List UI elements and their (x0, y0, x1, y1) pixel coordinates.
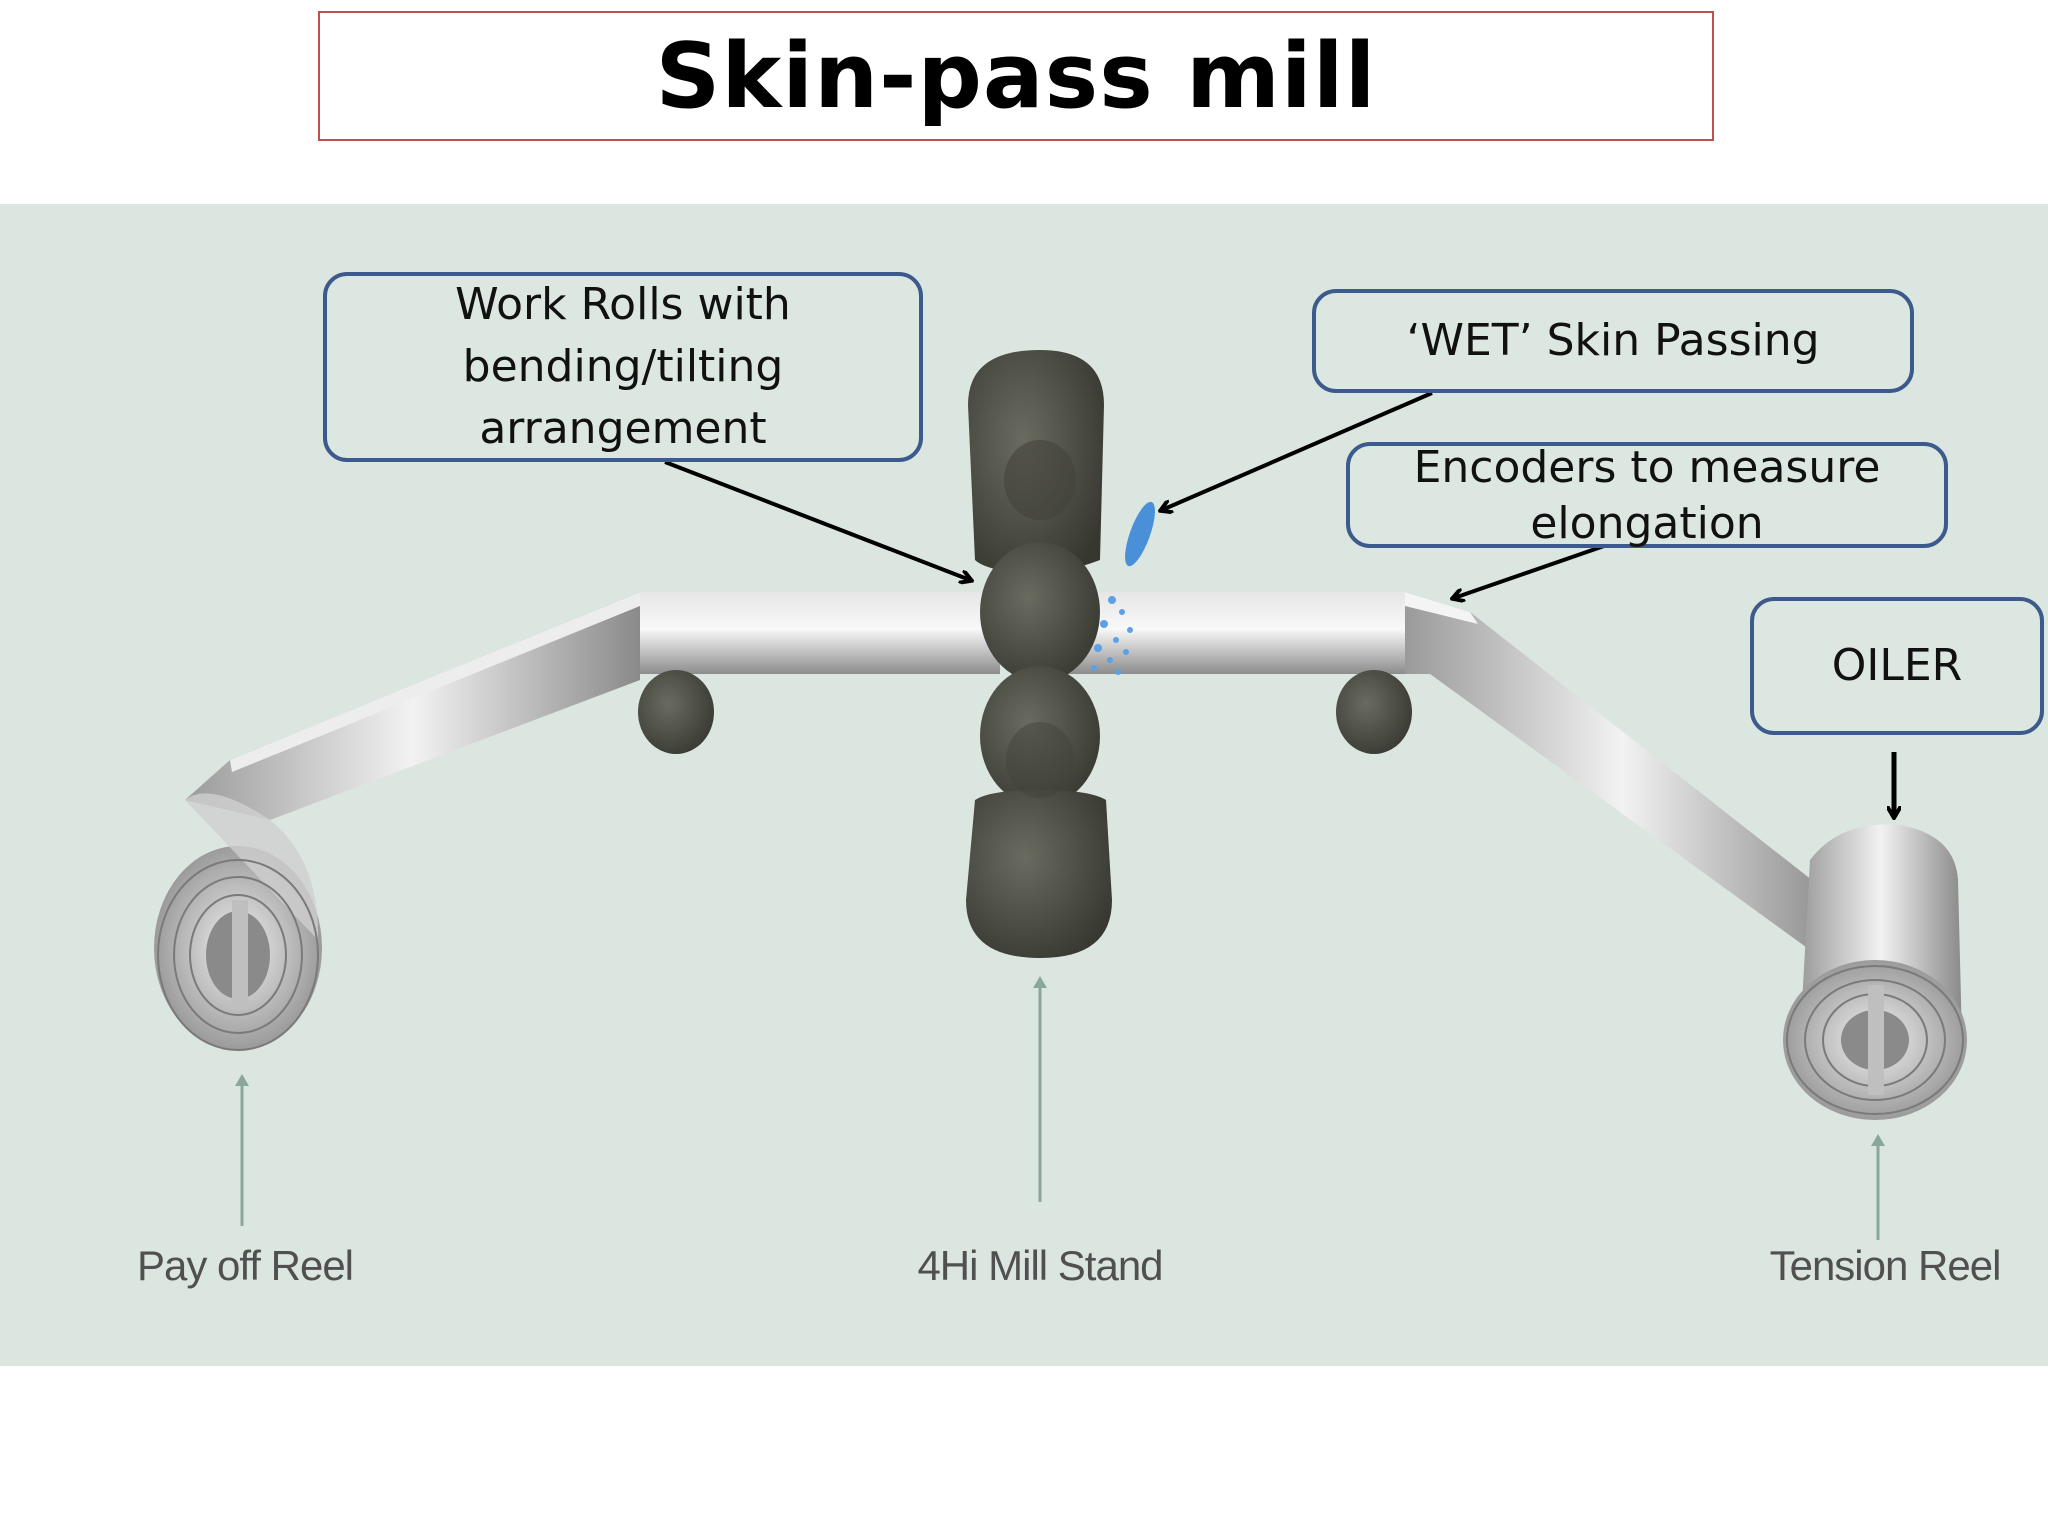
tension-reel-coil (1783, 824, 1967, 1120)
support-roll-right (1336, 670, 1412, 754)
encoders-arrow (1454, 544, 1605, 598)
mill-stand-rolls (966, 350, 1112, 958)
spray-nozzle-icon (1091, 501, 1155, 675)
callout-oiler-text: OILER (1831, 640, 1963, 691)
callout-work-rolls-text: Work Rolls with bending/tilting arrangem… (455, 279, 791, 454)
callout-encoders-text: Encoders to measure elongation (1413, 442, 1881, 549)
callout-encoders: Encoders to measure elongation (1346, 442, 1948, 549)
wet-skin-arrow (1162, 391, 1433, 510)
support-roll-left (638, 670, 714, 754)
label-payoff-reel: Pay off Reel (136, 1242, 354, 1289)
title-box: Skin-pass mill (318, 11, 1714, 141)
callout-wet-skin-passing: ‘WET’ Skin Passing (1312, 289, 1914, 393)
work-rolls-arrow (664, 460, 970, 580)
callout-wet-skin-passing-text: ‘WET’ Skin Passing (1406, 315, 1820, 366)
payoff-reel-coil (154, 793, 322, 1051)
label-mill-stand: 4Hi Mill Stand (917, 1242, 1163, 1289)
callout-work-rolls: Work Rolls with bending/tilting arrangem… (323, 272, 923, 462)
callout-oiler: OILER (1750, 597, 2044, 735)
steel-strip (185, 592, 1840, 950)
page-title: Skin-pass mill (655, 23, 1377, 129)
label-tension-reel: Tension Reel (1769, 1242, 2002, 1289)
